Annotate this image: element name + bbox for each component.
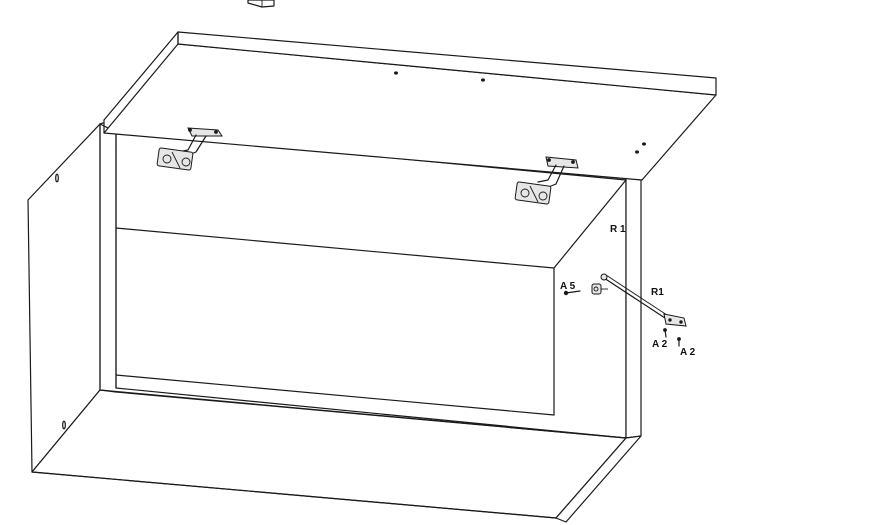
label-r1-upper: R 1 bbox=[610, 224, 626, 235]
label-a2-left: A 2 bbox=[652, 339, 668, 350]
bottom-panel bbox=[31, 389, 642, 523]
top-lid bbox=[103, 31, 717, 181]
top-edge-box-fragment bbox=[247, 0, 275, 8]
label-a2-right: A 2 bbox=[680, 347, 696, 358]
right-hinge bbox=[514, 156, 579, 205]
screw-a2-right bbox=[677, 337, 681, 347]
lid-stay-strut bbox=[600, 273, 687, 327]
right-side-panel bbox=[625, 177, 642, 439]
label-a5: A 5 bbox=[560, 281, 576, 292]
strut-connector-fitting bbox=[591, 283, 608, 295]
screw-a2-left bbox=[663, 328, 667, 338]
left-hinge bbox=[156, 127, 223, 171]
screw-a5 bbox=[563, 290, 581, 296]
label-r1-lower: R1 bbox=[651, 287, 664, 298]
